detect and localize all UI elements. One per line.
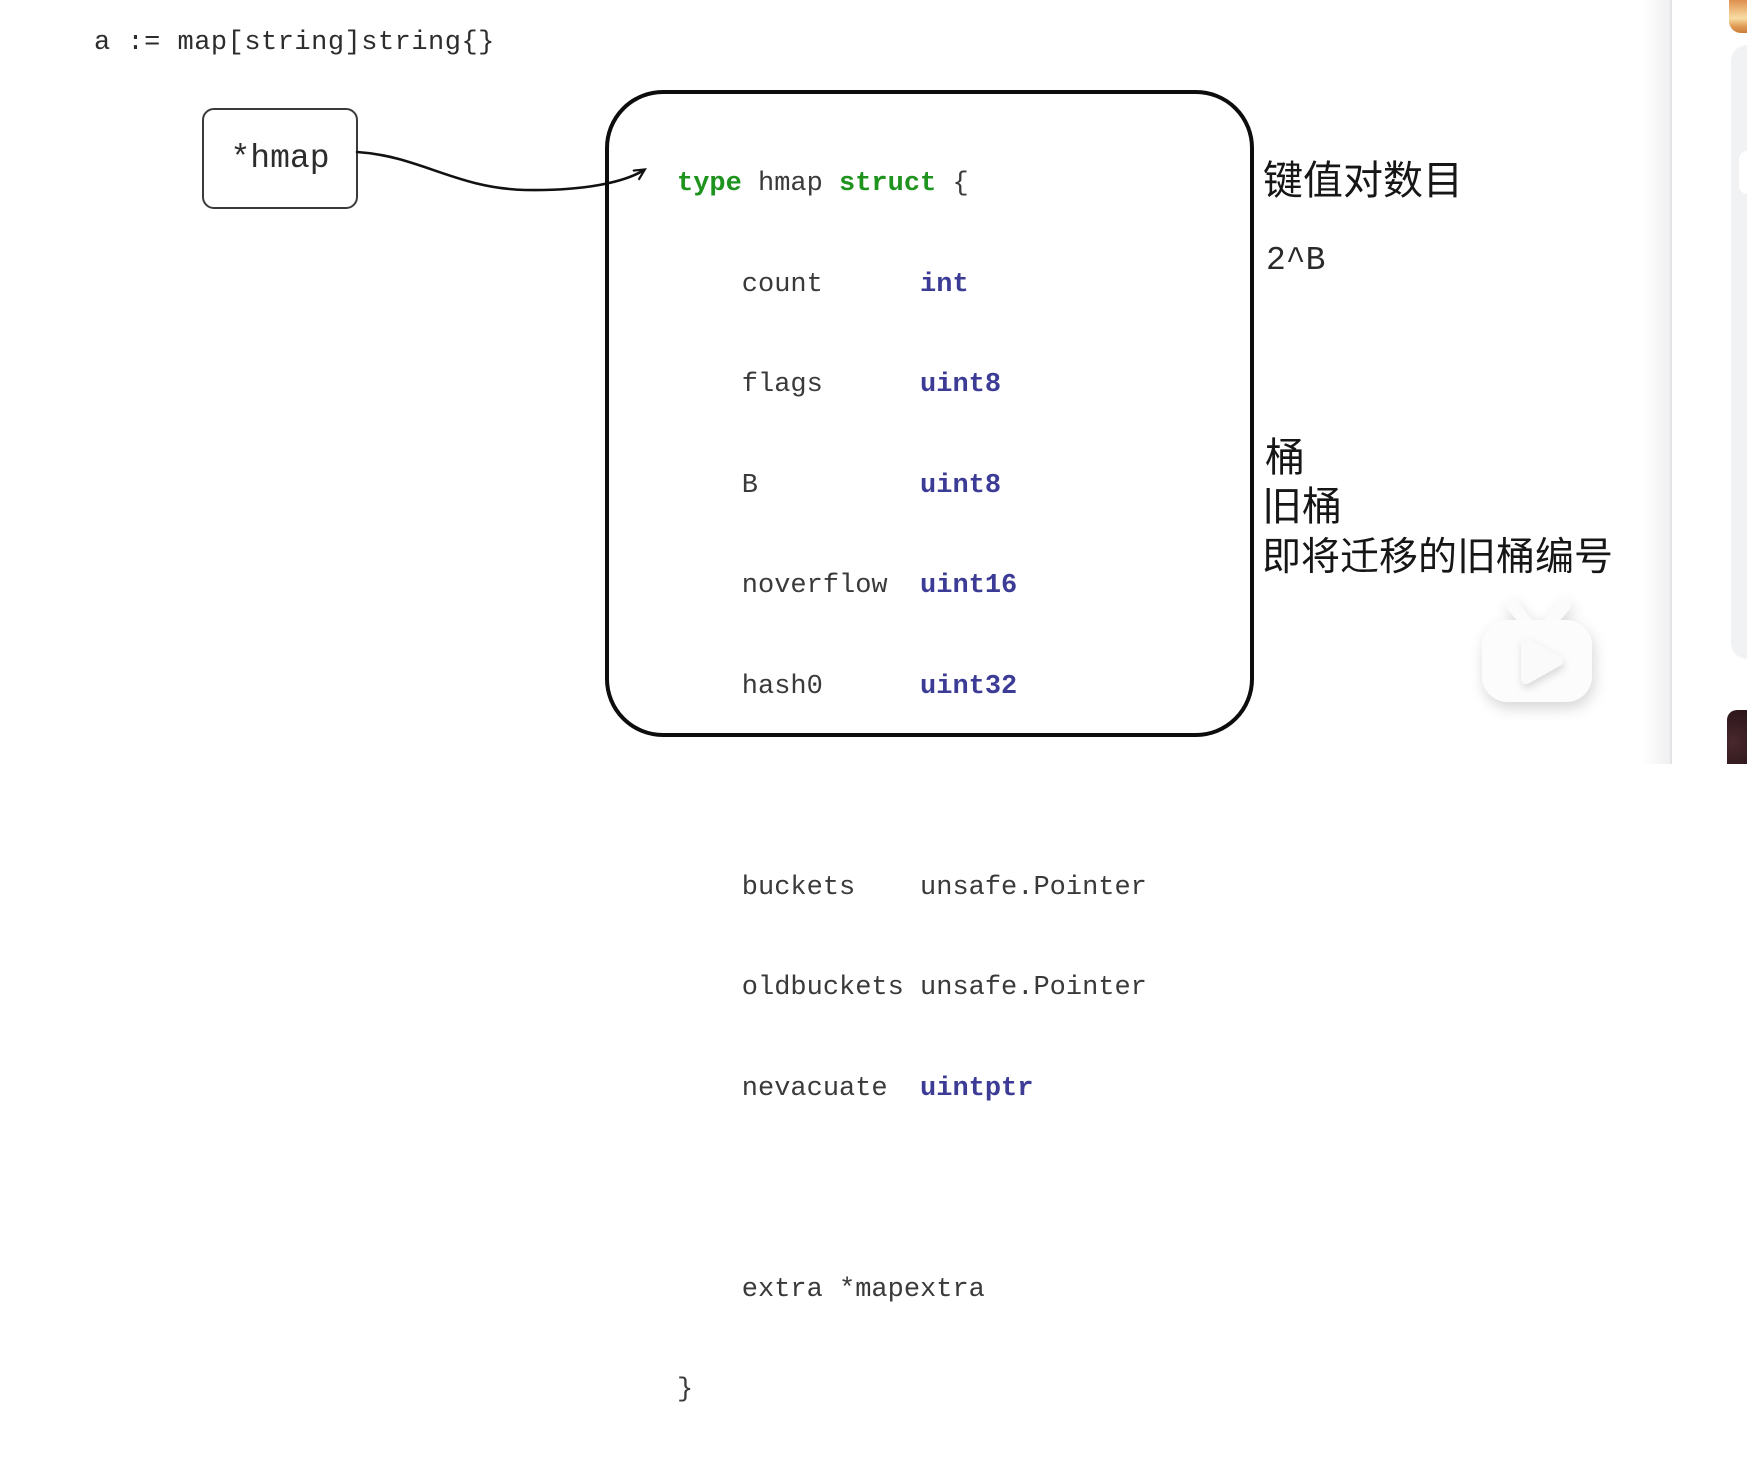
map-declaration-text: a := map[string]string{} (94, 28, 495, 58)
code-line: flags uint8 (677, 365, 1147, 406)
code-token: count (677, 269, 921, 300)
code-token: } (677, 1375, 694, 1405)
code-line: nevacuate uintptr (677, 1069, 1147, 1110)
code-line: B uint8 (677, 466, 1147, 507)
code-token: flags (677, 370, 921, 400)
code-line: type hmap struct { (677, 164, 1147, 205)
code-token: hash0 (677, 671, 921, 702)
code-token: int (920, 269, 969, 300)
annotation-b-power: 2^B (1266, 242, 1326, 279)
code-token: uint8 (920, 370, 1002, 400)
code-token: uint32 (920, 671, 1018, 702)
sidebar-card-inset (1739, 151, 1747, 194)
code-token: B (677, 470, 921, 501)
code-token: extra *mapextra (677, 1274, 985, 1305)
video-frame: a := map[string]string{} *hmap type hmap… (94, 0, 1747, 1405)
code-token: uintptr (920, 1073, 1034, 1104)
annotation-nevacuate: 即将迁移的旧桶编号 (1262, 535, 1614, 580)
code-token: uint8 (920, 470, 1002, 501)
code-line: } (677, 1370, 1147, 1411)
code-line-blank (677, 1169, 1147, 1210)
code-line: extra *mapextra (677, 1270, 1147, 1311)
code-line: hash0 uint32 (677, 667, 1147, 708)
code-token: buckets unsafe.Pointer (677, 872, 1147, 903)
annotation-count: 键值对数目 (1263, 158, 1463, 204)
code-line: buckets unsafe.Pointer (677, 868, 1147, 909)
pointer-arrow-path (355, 150, 644, 192)
code-token: type (677, 169, 742, 199)
code-token: uint16 (920, 571, 1018, 601)
annotation-buckets: 桶 (1265, 435, 1305, 481)
player-edge-divider (1670, 0, 1672, 764)
hmap-pointer-box: *hmap (202, 108, 358, 209)
code-line: oldbuckets unsafe.Pointer (677, 968, 1147, 1009)
code-line: count int (677, 265, 1147, 306)
play-triangle-icon (1521, 638, 1563, 684)
code-token: hmap (741, 169, 840, 199)
code-token: oldbuckets unsafe.Pointer (677, 973, 1147, 1003)
hmap-struct-box (605, 90, 1254, 737)
annotation-oldbuckets: 旧桶 (1262, 484, 1342, 530)
code-token: { (936, 169, 969, 199)
tv-play-icon (1482, 599, 1592, 702)
code-token: noverflow (677, 571, 921, 601)
code-token: nevacuate (677, 1073, 921, 1104)
code-line-blank (677, 767, 1147, 808)
sidebar-orange-card-edge[interactable] (1729, 0, 1747, 33)
player-edge-shade (1642, 0, 1670, 764)
code-token: struct (839, 169, 937, 199)
hmap-struct-code: type hmap struct { count int flags uint8… (677, 104, 1147, 1471)
hmap-pointer-label: *hmap (230, 140, 330, 177)
code-line: noverflow uint16 (677, 566, 1147, 607)
sidebar-video-thumbnail-edge[interactable] (1727, 710, 1747, 764)
sidebar-gray-card-edge[interactable] (1731, 45, 1747, 659)
pointer-arrow (355, 150, 670, 192)
